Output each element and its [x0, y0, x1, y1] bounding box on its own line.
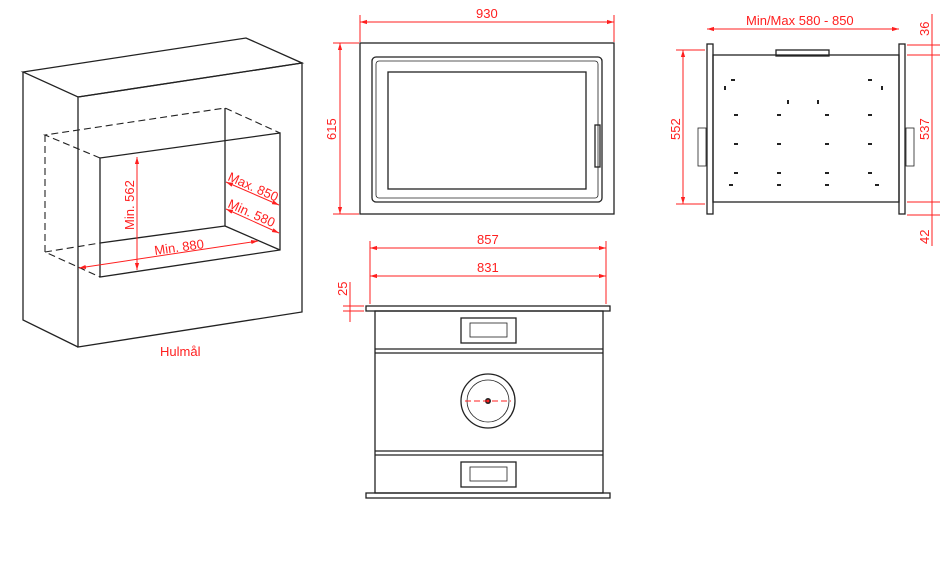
side-bottom-offset-label: 42: [917, 230, 932, 244]
side-inner-height-label: 537: [917, 118, 932, 140]
top-view: 857 831 25: [335, 232, 611, 499]
niche-isometric-view: Min. 562 Min. 880 Max. 850 Min. 580 Hulm…: [20, 37, 305, 359]
top-offset-label: 25: [335, 282, 350, 296]
side-top-offset-label: 36: [917, 22, 932, 36]
front-width-label: 930: [476, 6, 498, 21]
top-outer-width-label: 857: [477, 232, 499, 247]
front-height-label: 615: [324, 118, 339, 140]
side-depth-label: Min/Max 580 - 850: [746, 13, 854, 28]
niche-height-label: Min. 562: [122, 180, 137, 230]
side-view: Min/Max 580 - 850 552 36 537 42: [668, 13, 940, 246]
niche-caption: Hulmål: [160, 344, 201, 359]
front-view: 930 615: [324, 6, 615, 215]
side-view-holes: [724, 79, 883, 186]
niche-width-label: Min. 880: [153, 236, 204, 258]
top-inner-width-label: 831: [477, 260, 499, 275]
side-height-label: 552: [668, 118, 683, 140]
